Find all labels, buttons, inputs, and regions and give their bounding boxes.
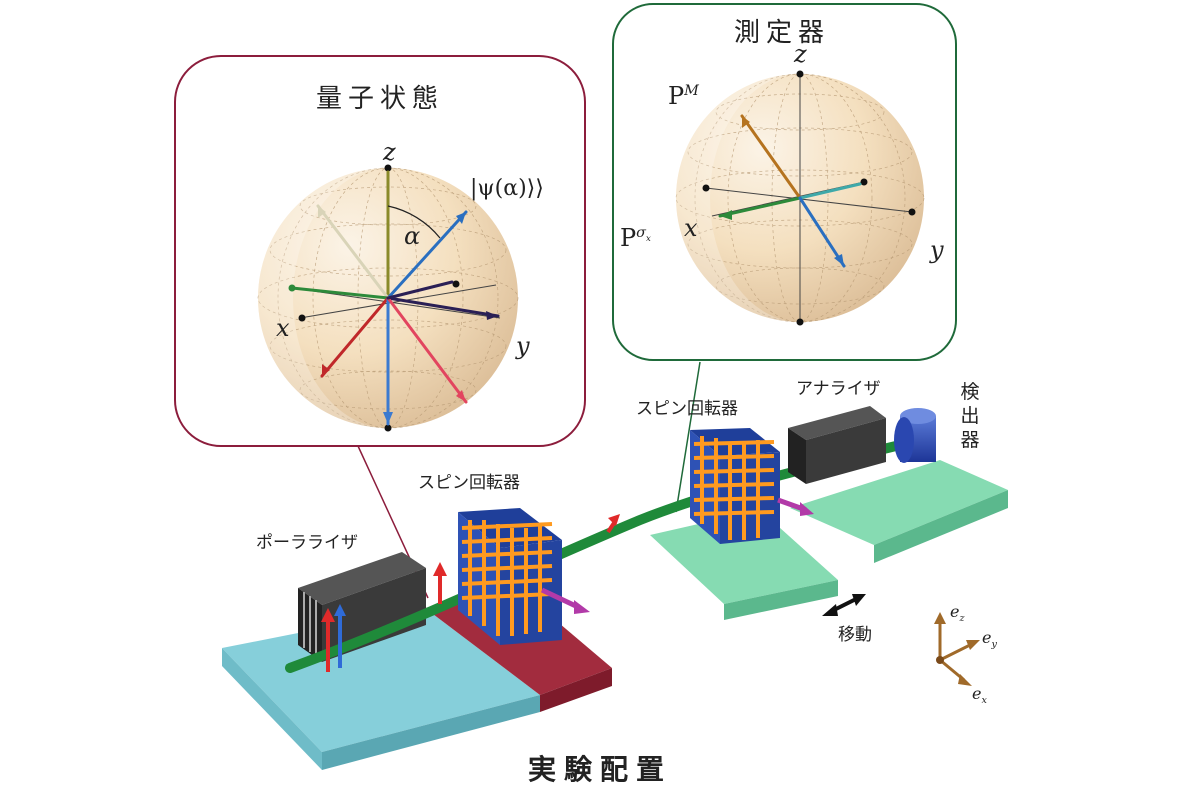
basis-vectors [934,612,980,686]
move-label: 移動 [838,625,872,645]
basis-ey-label: ey [982,628,997,651]
measure-axis-x-label: x [684,214,698,242]
basis-ez-label: ez [950,602,965,625]
state-axis-z-label: z [383,138,396,166]
move-arrow [822,594,866,616]
state-ket-label: |ψ(α)⟩⟩ [470,176,544,201]
stage-right [790,460,1008,545]
detector-label: 検 出 器 [960,381,980,451]
basis-ex-label: ex [972,684,987,707]
spin-rotator-2 [690,428,780,544]
state-angle-label: α [404,222,421,250]
analyzer-block [788,406,886,484]
spin-arrows [321,497,814,672]
spin-rotator-2-label: スピン回転器 [636,399,738,419]
stage-middle [650,510,838,604]
analyzer-label: アナライザ [796,379,881,399]
measure-axis-y-label: y [930,236,944,264]
pm-label: PM [668,82,699,110]
spin-rotator-1 [458,508,562,645]
measure-axis-z-label: z [794,40,807,68]
detector-cylinder [894,408,936,463]
measure-connector-line [675,361,701,513]
state-axis-y-label: y [516,332,530,360]
polarizer-block [298,552,426,662]
polarizer-label: ポーラライザ [256,533,358,553]
figure-caption: 実験配置 [527,753,672,786]
spin-rotator-1-label: スピン回転器 [418,473,520,493]
bloch-sphere-state [257,164,519,432]
psx-label: Pσx [620,224,651,252]
measurement-title: 測定器 [734,18,831,48]
quantum-state-title: 量子状態 [316,84,445,114]
state-axis-x-label: x [276,314,290,342]
bloch-sphere-measure [675,70,925,326]
